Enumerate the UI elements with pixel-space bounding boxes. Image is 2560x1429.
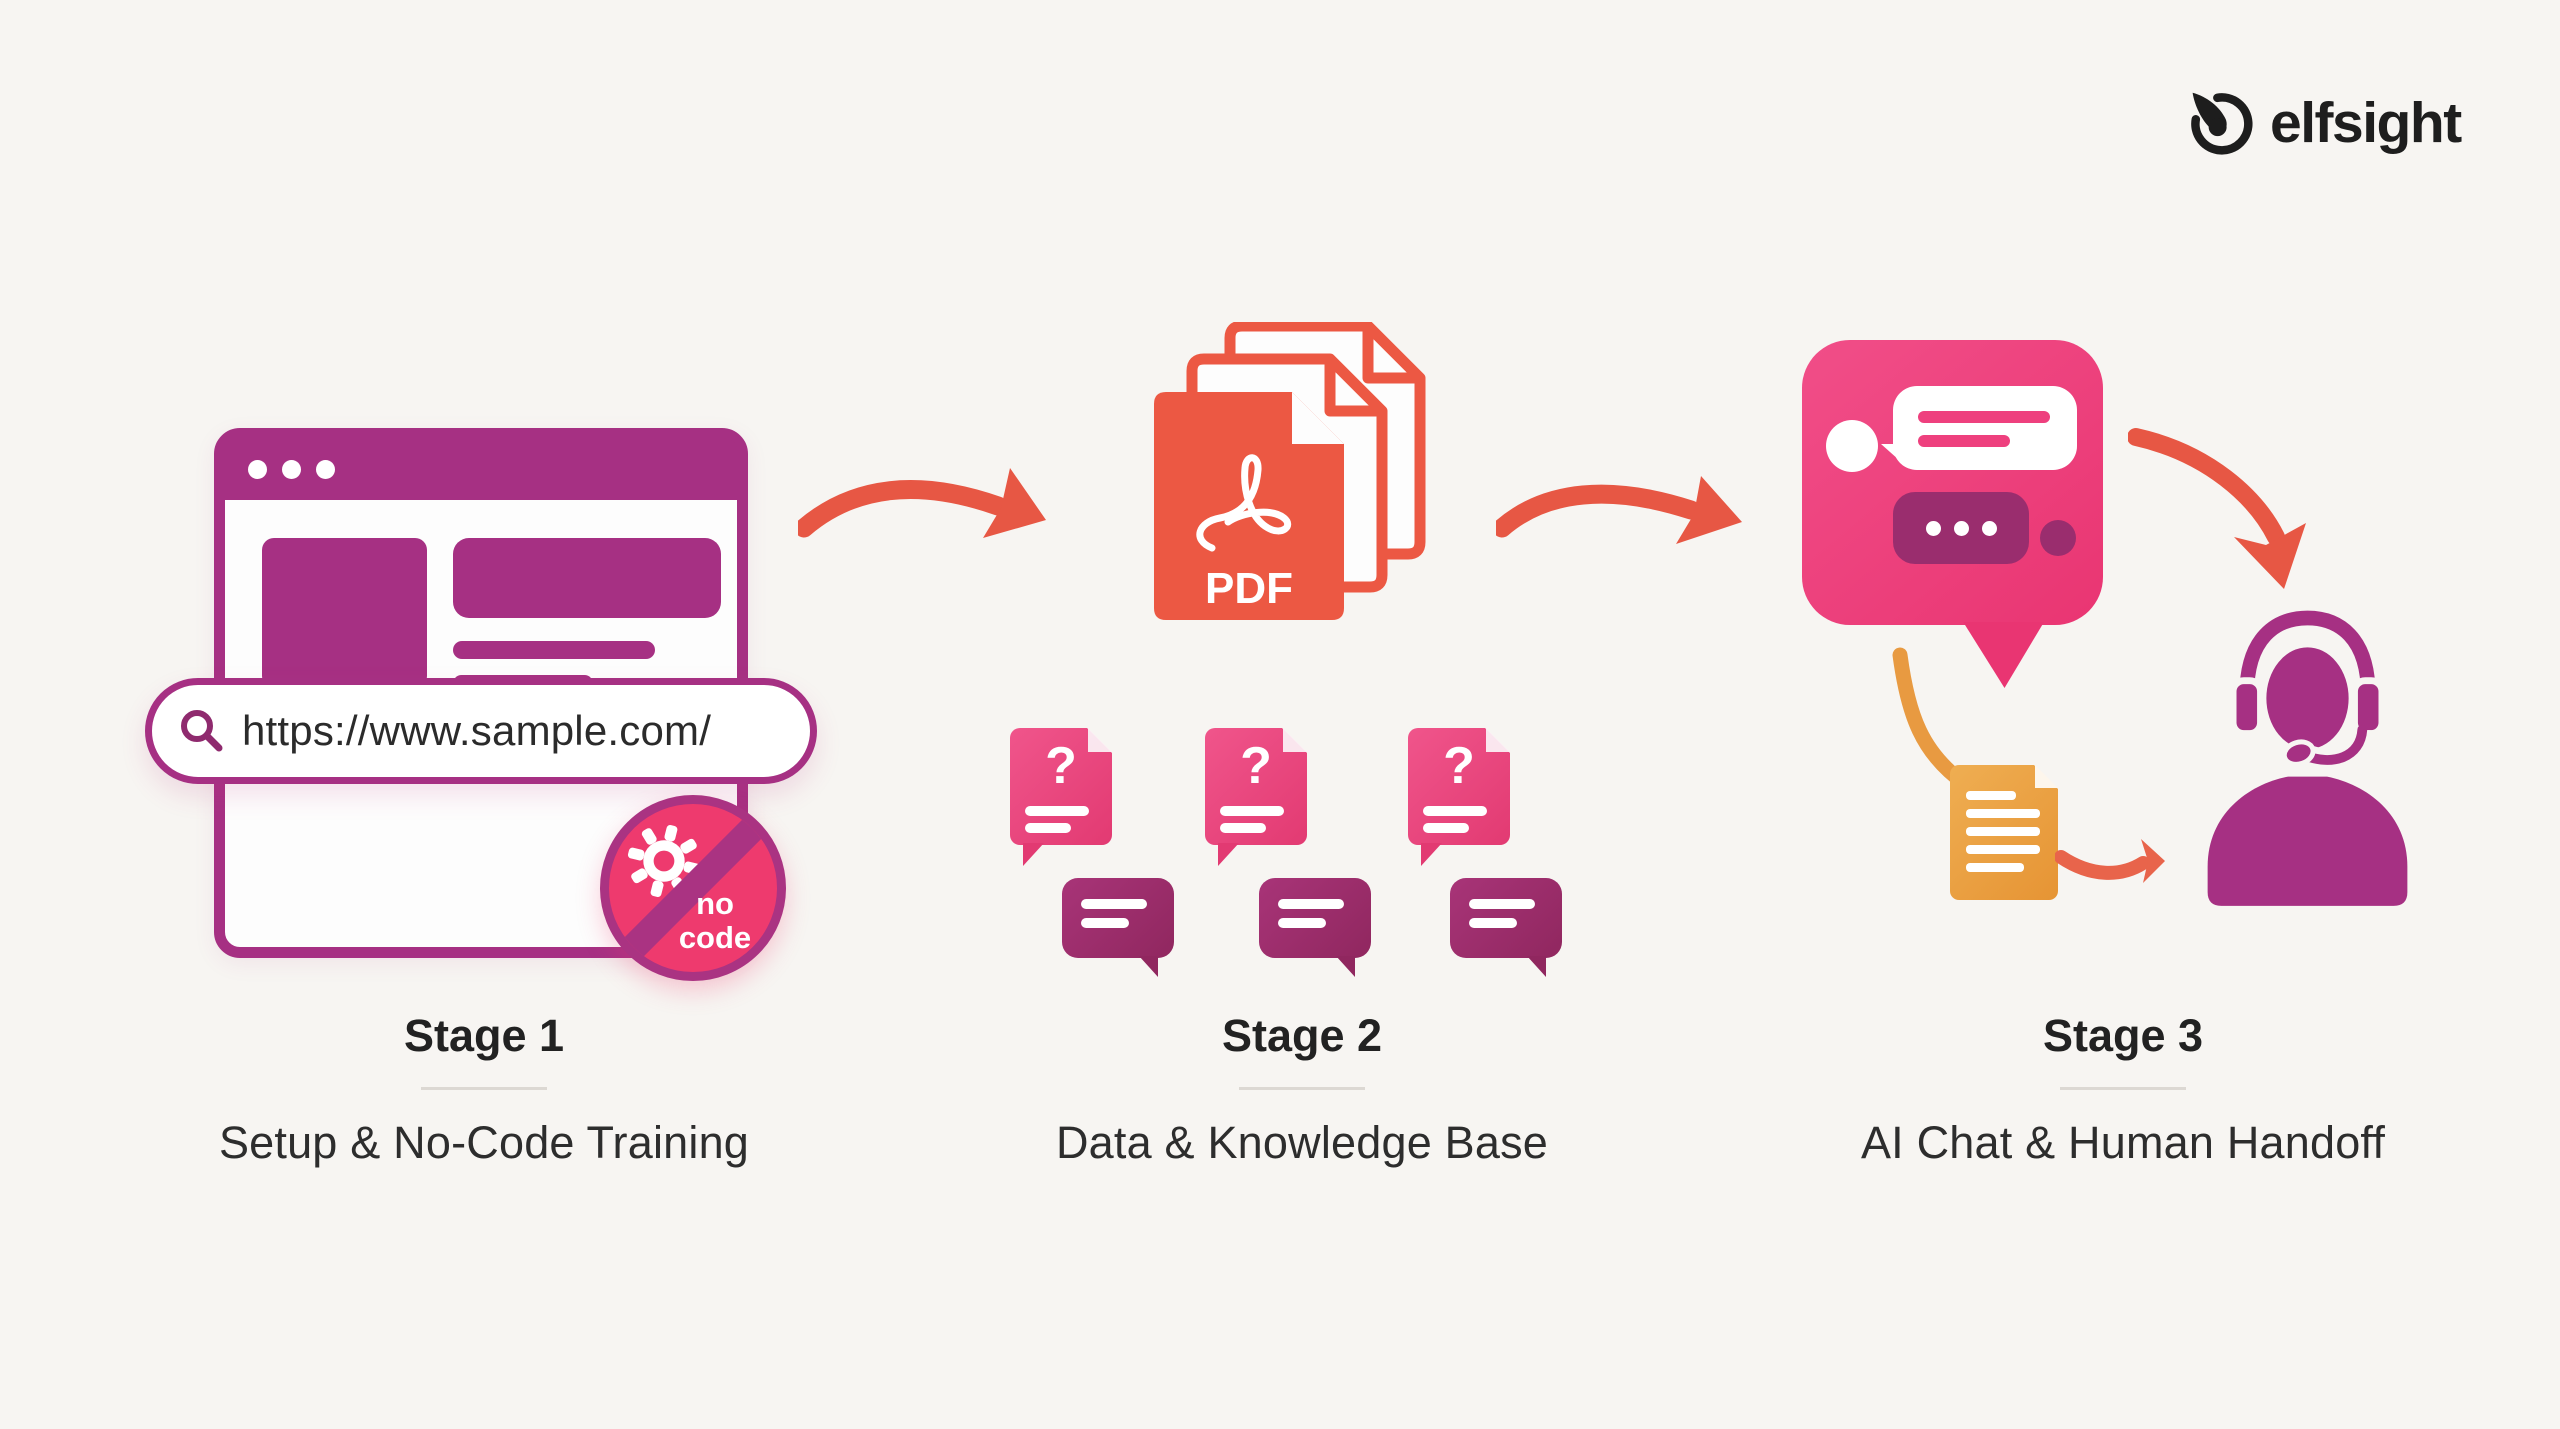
- text-line: [1966, 827, 2040, 836]
- text-line: [1025, 806, 1089, 816]
- content-placeholder-image: [262, 538, 427, 688]
- brand-logo: elfsight: [2186, 88, 2462, 156]
- microphone: [2281, 739, 2316, 767]
- typing-bubble: [1893, 492, 2029, 564]
- text-line: [1966, 791, 2016, 800]
- support-agent-icon: [2207, 608, 2408, 906]
- pdf-label: PDF: [1205, 564, 1293, 613]
- question-doc-icon: ?: [1408, 727, 1511, 866]
- headset-band: [2239, 610, 2376, 702]
- agent-torso: [2207, 776, 2408, 906]
- stage2-subtitle: Data & Knowledge Base: [1055, 1117, 1548, 1168]
- arrow-down-right-icon: [2128, 428, 2306, 589]
- stage3-label: Stage 3 AI Chat & Human Handoff: [1773, 1010, 2473, 1169]
- text-line: [1918, 435, 2010, 447]
- text-line: [1918, 411, 2050, 423]
- answer-bubble-icon: [1062, 878, 1174, 977]
- message-bubble: [1881, 386, 2077, 470]
- stage1-label: Stage 1 Setup & No-Code Training: [134, 1010, 834, 1169]
- search-icon: [181, 710, 223, 752]
- no-code-line2: code: [678, 919, 752, 955]
- avatar-dot: [2040, 520, 2076, 556]
- text-line: [1966, 845, 2040, 854]
- acrobat-swirl-icon: [1196, 454, 1292, 552]
- window-dot: [316, 459, 335, 479]
- stage3-subtitle: AI Chat & Human Handoff: [1860, 1117, 2386, 1168]
- arrow-right-icon: [1496, 476, 1742, 544]
- elfsight-swoosh-icon: [2191, 92, 2253, 155]
- stage3-title: Stage 3: [2042, 1010, 2204, 1061]
- divider: [1239, 1087, 1365, 1090]
- url-bar: https://www.sample.com/: [145, 678, 817, 784]
- typing-dot: [1981, 520, 1997, 536]
- speech-tail: [1336, 956, 1355, 977]
- question-mark: ?: [1045, 737, 1077, 795]
- speech-tail: [1023, 843, 1044, 866]
- divider: [2060, 1087, 2186, 1090]
- stage1-title: Stage 1: [403, 1010, 565, 1061]
- question-mark: ?: [1443, 737, 1475, 795]
- content-placeholder-line: [453, 641, 655, 659]
- folded-corner-flap: [1088, 728, 1112, 752]
- folded-corner-flap: [1283, 728, 1307, 752]
- arrow-right-icon: [798, 468, 1046, 538]
- text-line: [1423, 823, 1469, 833]
- speech-tail: [1139, 956, 1158, 977]
- speech-tail: [1421, 843, 1442, 866]
- avatar-dot: [1826, 420, 1878, 472]
- question-doc-icon: ?: [1205, 727, 1308, 866]
- speech-tail: [1218, 843, 1239, 866]
- stage1-subtitle: Setup & No-Code Training: [218, 1117, 750, 1168]
- text-line: [1025, 823, 1071, 833]
- text-line: [1469, 899, 1535, 909]
- answer-bubble-icon: [1259, 878, 1371, 977]
- transcript-doc-icon: [1950, 764, 2059, 900]
- text-line: [1966, 809, 2040, 818]
- no-code-badge: no code: [600, 795, 786, 981]
- text-line: [1278, 918, 1326, 928]
- folded-corner-flap: [1486, 728, 1510, 752]
- text-line: [1423, 806, 1487, 816]
- text-line: [1469, 918, 1517, 928]
- typing-dot: [1925, 520, 1941, 536]
- no-code-label: no code: [665, 887, 765, 954]
- ai-chat-bubble-icon: [1802, 340, 2103, 688]
- url-text: https://www.sample.com/: [242, 707, 712, 754]
- browser-titlebar: [224, 438, 738, 500]
- window-dot: [282, 459, 301, 479]
- headset-earcup: [2229, 677, 2264, 737]
- folded-corner-flap: [2035, 765, 2058, 788]
- speech-tail: [1527, 956, 1546, 977]
- text-line: [1220, 823, 1266, 833]
- answer-bubble-icon: [1450, 878, 1562, 977]
- no-code-line1: no: [696, 886, 734, 922]
- stage2-label: Stage 2 Data & Knowledge Base: [952, 1010, 1652, 1169]
- brand-name: elfsight: [2270, 91, 2462, 155]
- arrow-right-icon: [2055, 839, 2165, 883]
- typing-dot: [1953, 520, 1969, 536]
- text-line: [1220, 806, 1284, 816]
- content-placeholder-banner: [453, 538, 721, 618]
- pdf-documents-icon: PDF: [1154, 322, 1426, 620]
- headset-earcup: [2351, 677, 2386, 737]
- window-dot: [248, 459, 267, 479]
- text-line: [1081, 918, 1129, 928]
- stage2-title: Stage 2: [1221, 1010, 1383, 1061]
- text-line: [1278, 899, 1344, 909]
- text-line: [1966, 863, 2024, 872]
- divider: [421, 1087, 547, 1090]
- question-doc-icon: ?: [1010, 727, 1113, 866]
- agent-head: [2256, 637, 2359, 759]
- text-line: [1081, 899, 1147, 909]
- question-mark: ?: [1240, 737, 1272, 795]
